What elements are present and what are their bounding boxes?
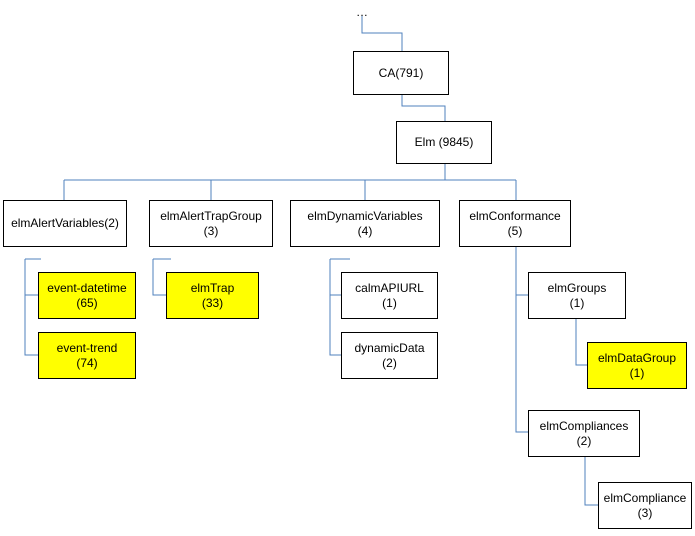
connector-line xyxy=(24,259,38,356)
node-label: elmAlertTrapGroup xyxy=(160,208,262,223)
node-event-datetime: event-datetime (65) xyxy=(38,272,136,319)
node-elm-dynamic-variables: elmDynamicVariables (4) xyxy=(290,200,440,247)
node-elm-groups: elmGroups (1) xyxy=(528,272,626,319)
node-label: Elm (9845) xyxy=(414,135,474,149)
node-label: event-datetime xyxy=(47,280,127,295)
node-count: (2) xyxy=(382,355,397,370)
node-count: (5) xyxy=(507,223,523,238)
node-count: (3) xyxy=(203,223,219,238)
node-count: (74) xyxy=(76,355,98,370)
node-count: (1) xyxy=(382,295,397,310)
node-elm-compliances: elmCompliances (2) xyxy=(528,410,640,457)
node-count: (2) xyxy=(576,433,592,448)
node-dynamic-data: dynamicData (2) xyxy=(341,332,438,379)
node-label: elmAlertVariables(2) xyxy=(11,216,119,230)
node-label: elmCompliances xyxy=(539,418,629,433)
node-count: (3) xyxy=(637,505,653,520)
node-elm-trap: elmTrap (33) xyxy=(166,272,259,319)
node-elm-conformance: elmConformance (5) xyxy=(459,200,571,247)
connector-line xyxy=(584,457,598,506)
node-label: dynamicData xyxy=(354,340,425,355)
ellipsis-marker: … xyxy=(356,5,368,19)
connector-line xyxy=(329,259,341,356)
connector-line xyxy=(515,247,528,433)
node-count: (1) xyxy=(569,295,585,310)
node-count: (33) xyxy=(201,295,224,310)
node-label: event-trend xyxy=(56,340,118,355)
node-label: elmConformance xyxy=(469,208,561,223)
node-label: elmGroups xyxy=(547,280,607,295)
node-elm: Elm (9845) xyxy=(396,121,492,164)
node-label: elmTrap xyxy=(190,280,235,295)
connector-line xyxy=(401,95,446,121)
node-label: calmAPIURL xyxy=(355,280,424,295)
node-label: elmDynamicVariables xyxy=(307,208,423,223)
node-label: elmCompliance xyxy=(603,490,687,505)
node-elm-data-group: elmDataGroup (1) xyxy=(587,342,687,389)
node-label: elmDataGroup xyxy=(597,350,677,365)
node-elm-alert-variables: elmAlertVariables(2) xyxy=(3,200,127,247)
node-label: CA(791) xyxy=(378,65,424,80)
connector-line xyxy=(152,259,166,296)
node-count: (1) xyxy=(629,365,645,380)
node-calm-api-url: calmAPIURL (1) xyxy=(341,272,438,319)
node-elm-alert-trap-group: elmAlertTrapGroup (3) xyxy=(149,200,273,247)
node-event-trend: event-trend (74) xyxy=(38,332,136,379)
node-elm-compliance: elmCompliance (3) xyxy=(598,482,692,529)
node-count: (4) xyxy=(357,223,373,238)
node-count: (65) xyxy=(76,295,98,310)
connector-line xyxy=(361,16,403,51)
node-ca: CA(791) xyxy=(353,51,449,95)
connector-line xyxy=(575,319,587,366)
